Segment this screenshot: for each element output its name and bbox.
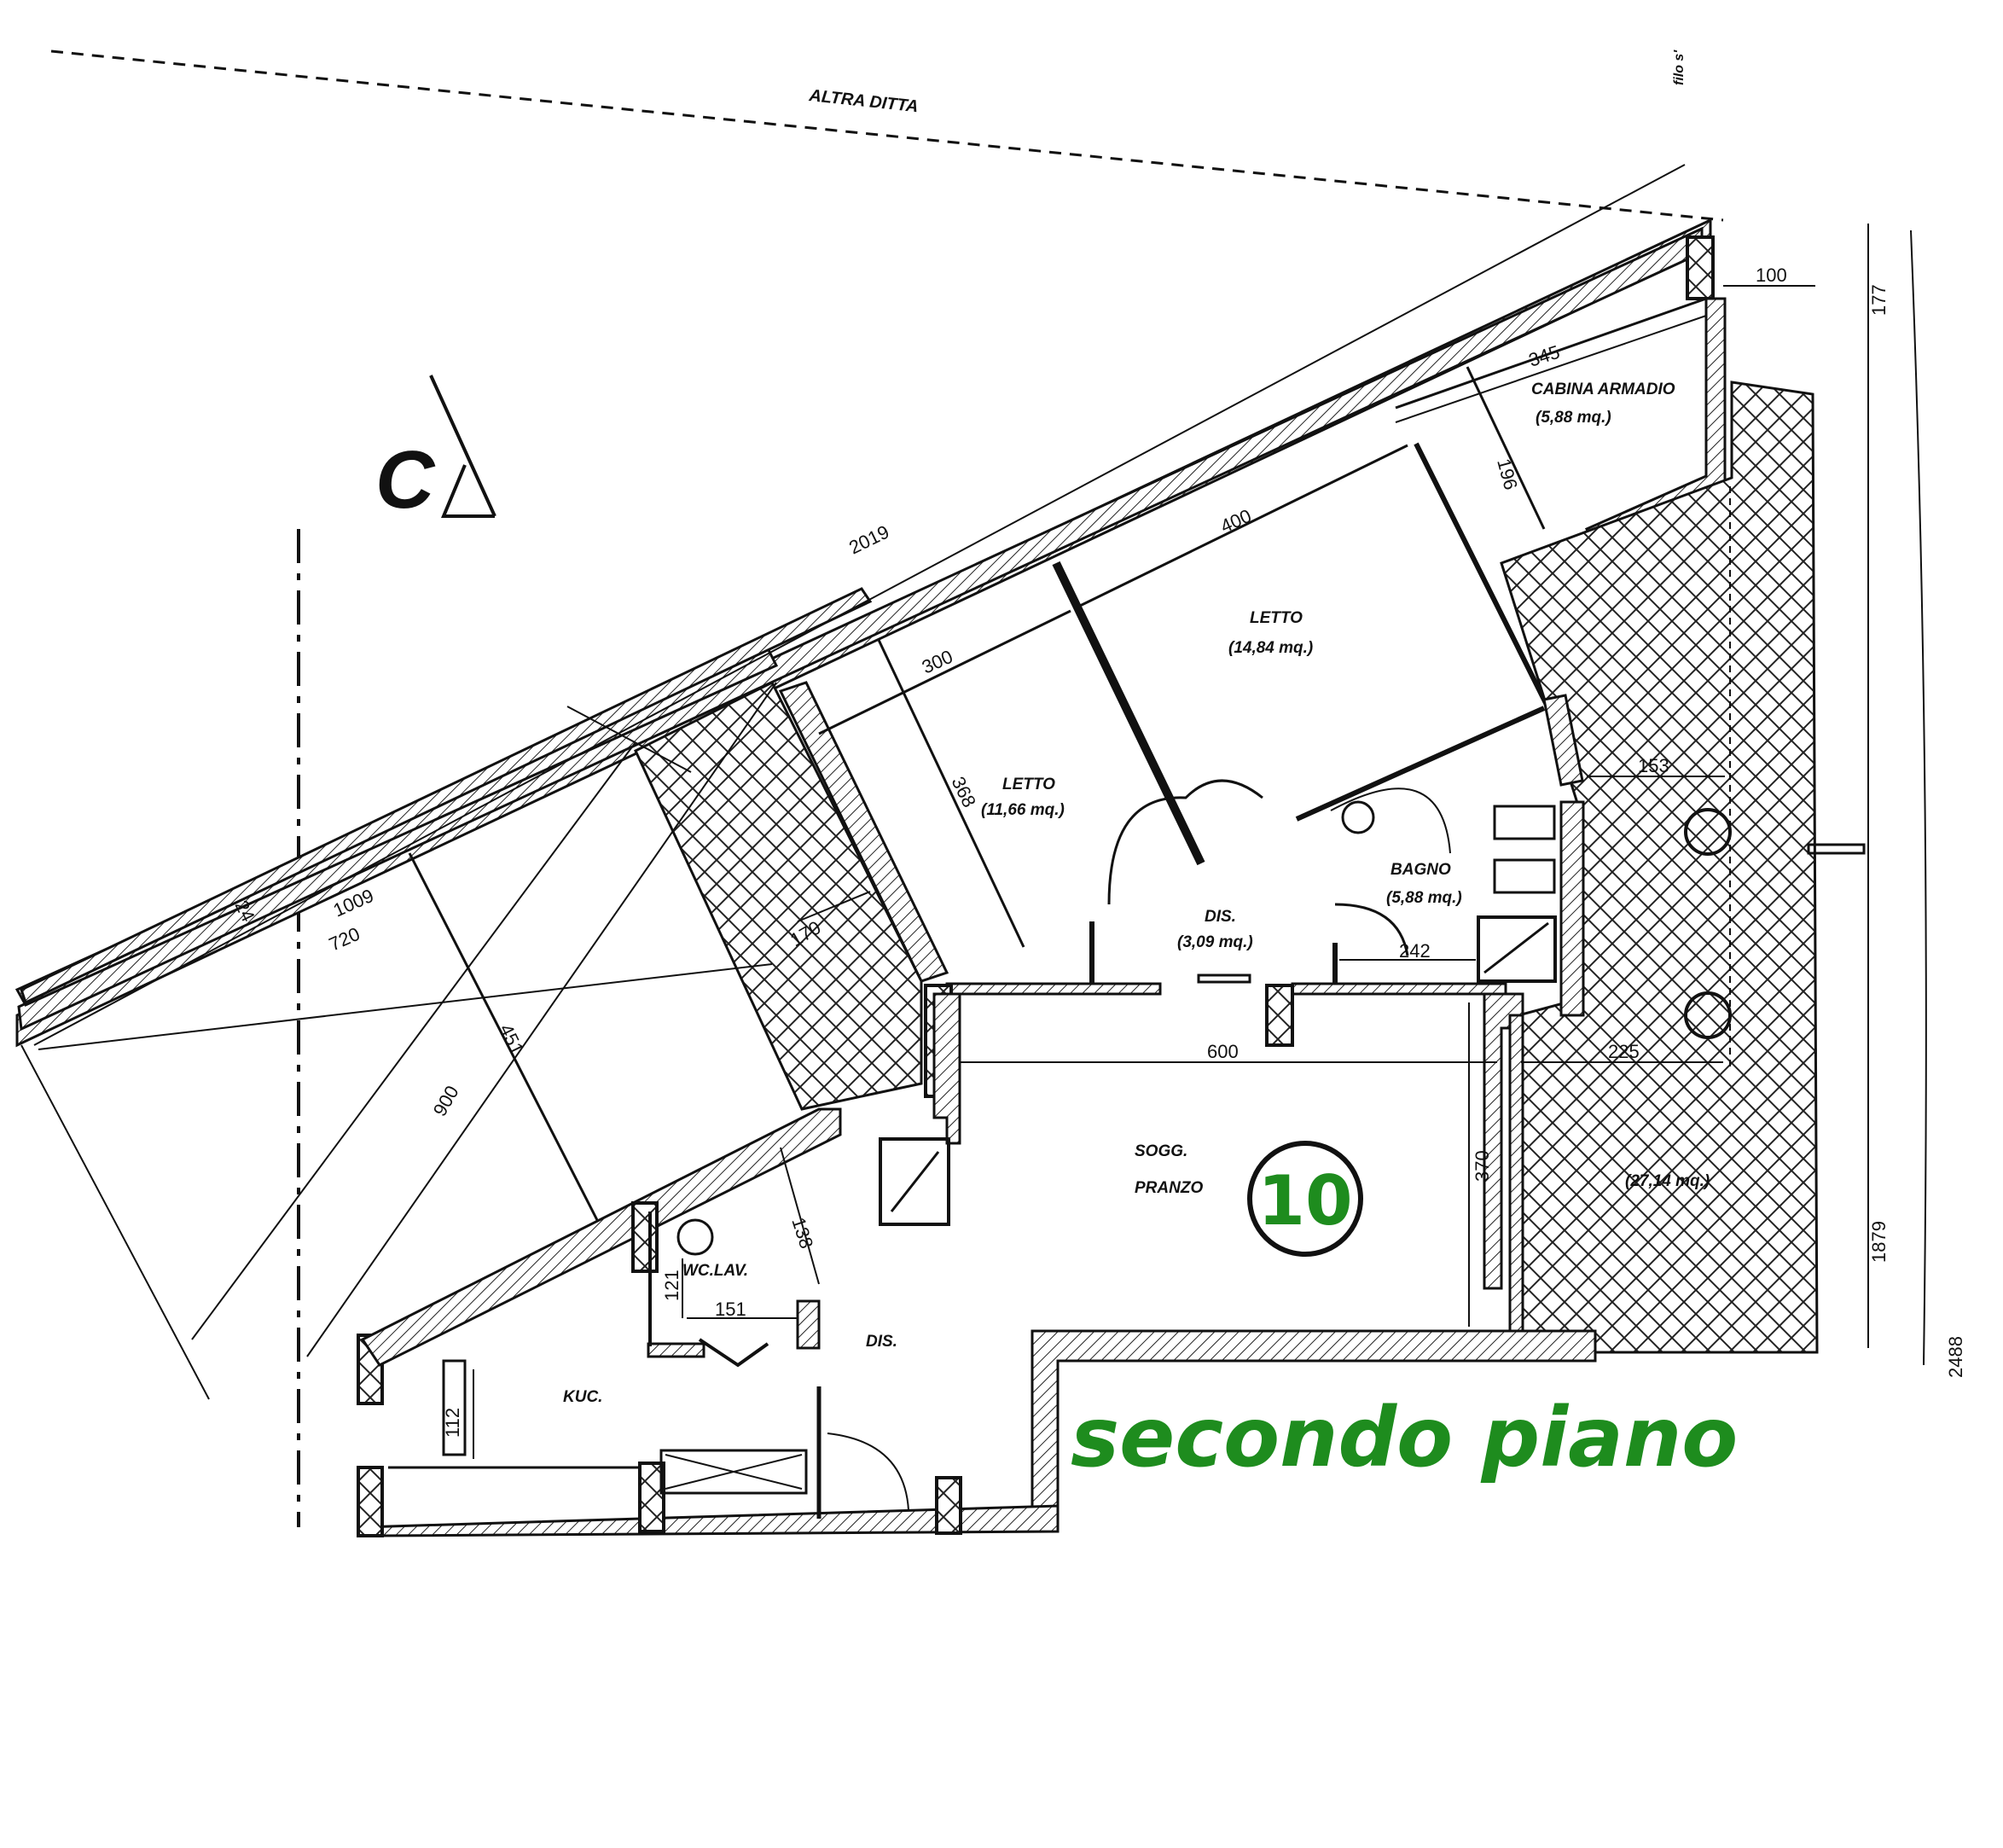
label-bagno-area: (5,88 mq.) <box>1386 889 1462 907</box>
label-filo: filo s' <box>1672 49 1687 85</box>
construction-lines <box>20 682 777 1400</box>
room-disimpegno <box>1089 779 1409 990</box>
terrace-right <box>1500 381 1819 1354</box>
section-marker: C <box>375 375 496 526</box>
wall-fixture <box>1807 843 1866 855</box>
room-bagno <box>1295 694 1585 1017</box>
label-soggiorno: SOGG. <box>1135 1142 1187 1160</box>
label-dis-2: DIS. <box>866 1333 897 1351</box>
dim-1879: 1879 <box>1868 1221 1890 1263</box>
label-bagno: BAGNO <box>1390 861 1451 879</box>
section-letter: C <box>375 434 436 526</box>
dim-225: 225 <box>1608 1041 1640 1062</box>
label-letto-2-area: (11,66 mq.) <box>981 801 1065 819</box>
label-letto-1: LETTO <box>1250 609 1303 627</box>
dim-720: 720 <box>326 923 363 956</box>
label-cabina-area: (5,88 mq.) <box>1536 409 1611 427</box>
interior-walls <box>924 982 1524 1333</box>
label-cabina-armadio: CABINA ARMADIO <box>1531 381 1675 398</box>
property-boundary <box>50 49 1724 1527</box>
dim-368: 368 <box>948 773 981 811</box>
dim-138: 138 <box>787 1215 817 1252</box>
label-cucina: KUC. <box>563 1388 602 1406</box>
south-wall <box>357 1329 1597 1537</box>
dim-121: 121 <box>661 1270 682 1301</box>
unit-number: 10 <box>1257 1161 1352 1241</box>
dim-196: 196 <box>1493 456 1522 492</box>
dim-2488: 2488 <box>1945 1336 1966 1378</box>
label-dis-1-area: (3,09 mq.) <box>1177 933 1253 951</box>
room-kitchen-wc <box>360 992 961 1519</box>
terrace-column-1 <box>1684 808 1732 856</box>
dim-600: 600 <box>1207 1041 1239 1062</box>
dim-100: 100 <box>1756 264 1787 286</box>
room-letto-1 <box>1052 442 1555 866</box>
loggia-left <box>634 680 923 1111</box>
dim-900: 900 <box>429 1082 463 1119</box>
dim-300: 300 <box>919 646 956 678</box>
dim-112: 112 <box>442 1408 463 1438</box>
dim-370: 370 <box>1472 1150 1493 1182</box>
label-altra-ditta: ALTRA DITTA <box>807 86 919 116</box>
dim-451: 451 <box>496 1020 529 1058</box>
dim-151: 151 <box>715 1299 746 1320</box>
dim-153: 153 <box>1638 755 1669 776</box>
dim-2019: 2019 <box>845 521 892 559</box>
label-pranzo: PRANZO <box>1135 1179 1203 1197</box>
corner-pillar <box>1686 235 1715 300</box>
terrace-column-2 <box>1684 991 1732 1039</box>
label-terrace-area: (27,14 mq.) <box>1625 1172 1710 1190</box>
dim-400: 400 <box>1217 505 1255 538</box>
unit-badge: 10 <box>1247 1141 1363 1257</box>
dimension-lines <box>33 164 1927 1459</box>
dim-242: 242 <box>1399 940 1431 962</box>
label-wc-lav: WC.LAV. <box>682 1262 748 1280</box>
label-dis-1: DIS. <box>1205 908 1236 926</box>
floor-title: secondo piano <box>1071 1390 1738 1485</box>
label-letto-2: LETTO <box>1002 776 1055 793</box>
label-letto-1-area: (14,84 mq.) <box>1228 639 1313 657</box>
dim-177: 177 <box>1868 284 1890 316</box>
